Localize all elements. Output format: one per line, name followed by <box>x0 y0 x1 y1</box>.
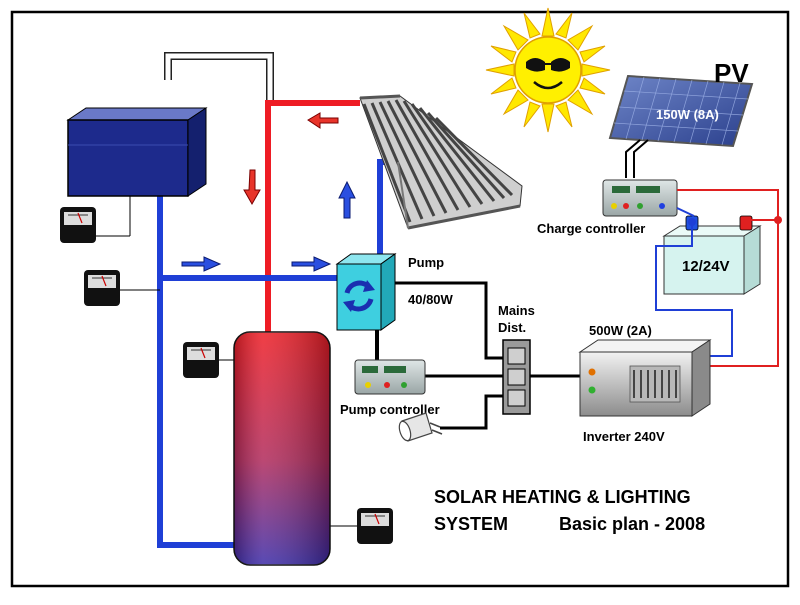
thermometer-icon <box>183 342 219 378</box>
flow-arrow-up-icon <box>338 180 356 219</box>
charge-controller <box>602 179 678 217</box>
vent-pipe-outline <box>164 52 274 100</box>
inverter-rating-label: 500W (2A) <box>589 323 652 338</box>
solar-collector <box>359 94 523 230</box>
page-frame <box>10 10 790 588</box>
diagram-title-line1: SOLAR HEATING & LIGHTING <box>434 487 691 507</box>
sun-icon <box>485 7 611 133</box>
thermometer-icon <box>357 508 393 544</box>
mains-distribution-box <box>502 339 531 415</box>
flow-arrow-right-icon <box>291 256 332 272</box>
hot-water-cylinder <box>233 331 331 566</box>
pump-controller-label: Pump controller <box>340 402 440 417</box>
flow-arrow-down-icon <box>243 169 261 206</box>
lamp-icon <box>398 412 443 442</box>
thermometer-icon <box>60 207 96 243</box>
pump-power-wire <box>395 281 503 360</box>
diagram-title-system: SYSTEM <box>434 514 508 534</box>
header-tank <box>66 107 208 197</box>
mains-label: Mains <box>498 303 535 318</box>
pump <box>335 253 397 331</box>
pump-power-label: 40/80W <box>408 292 454 307</box>
diagram-title-plan: Basic plan - 2008 <box>559 514 705 534</box>
flow-arrow-right-icon <box>181 256 222 272</box>
pump-controller <box>354 359 426 395</box>
lamp-wire <box>440 394 503 430</box>
pv-label: PV <box>714 58 749 88</box>
inverter <box>578 339 712 417</box>
pump-label: Pump <box>408 255 444 270</box>
dc-negative-wire <box>655 226 733 357</box>
pv-rating-label: 150W (8A) <box>656 107 719 122</box>
vent-pipe <box>165 53 273 100</box>
mains-dist-label: Dist. <box>498 320 526 335</box>
charge-controller-label: Charge controller <box>537 221 645 236</box>
battery <box>662 215 762 295</box>
battery-label: 12/24V <box>682 258 730 275</box>
cold-feed-pipe <box>157 190 238 548</box>
thermometer-icon <box>84 270 120 306</box>
dc-positive-wire <box>677 189 779 367</box>
flow-arrow-left-icon <box>307 112 339 129</box>
inverter-label: Inverter 240V <box>583 429 665 444</box>
pump-arrows-icon <box>343 280 375 312</box>
hot-pipe <box>265 100 360 333</box>
pv-panel-icon <box>608 74 754 148</box>
